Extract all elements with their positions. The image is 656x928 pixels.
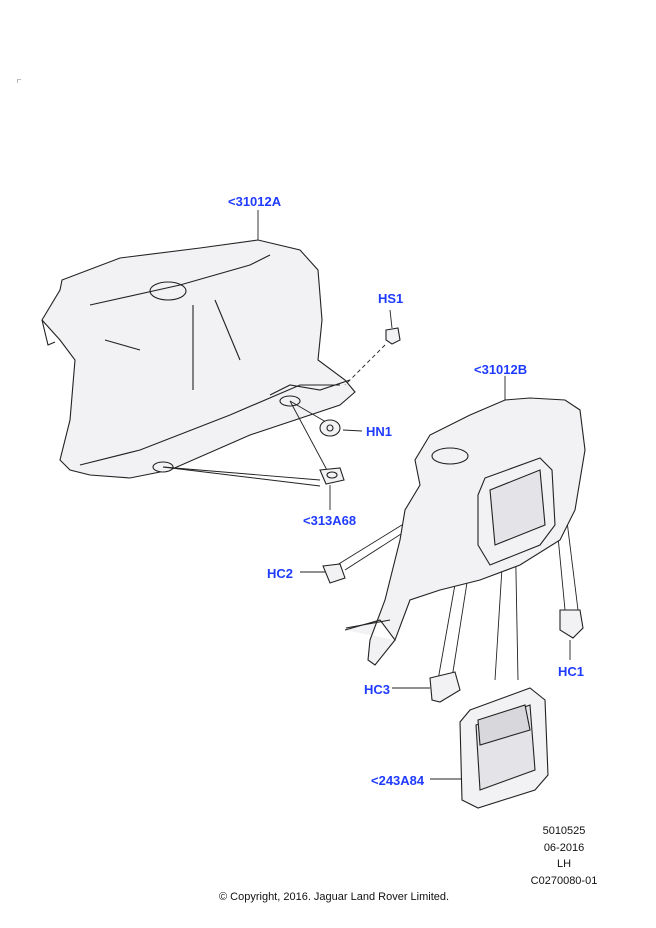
callout-243a84[interactable]: <243A84 <box>371 773 425 788</box>
left-quarter-trim-panel <box>41 239 356 479</box>
side-label: LH <box>556 858 572 870</box>
callout-hs1[interactable]: HS1 <box>378 291 404 306</box>
date-label: 06-2016 <box>543 842 585 854</box>
illustration-code: C0270080-01 <box>530 875 598 887</box>
grommet-313a68 <box>319 467 345 485</box>
fastener-hs1 <box>385 327 401 345</box>
clip-hc3 <box>429 671 461 703</box>
callout-31012a[interactable]: <31012A <box>228 194 282 209</box>
callout-31012b[interactable]: <31012B <box>474 362 528 377</box>
clip-hc2 <box>322 563 346 584</box>
access-cover-panel <box>459 687 549 809</box>
corner-mark <box>17 79 21 83</box>
callout-hc3[interactable]: HC3 <box>364 682 391 697</box>
callout-hn1[interactable]: HN1 <box>366 424 393 439</box>
callout-hc2[interactable]: HC2 <box>267 566 294 581</box>
reference-number: 5010525 <box>542 825 586 837</box>
clip-hc1 <box>559 609 584 639</box>
callout-313a68[interactable]: <313A68 <box>303 513 357 528</box>
copyright-notice: © Copyright, 2016. Jaguar Land Rover Lim… <box>219 891 450 903</box>
fastener-hn1 <box>319 419 341 437</box>
callout-hc1[interactable]: HC1 <box>558 664 585 679</box>
right-quarter-trim-panel <box>344 397 586 666</box>
